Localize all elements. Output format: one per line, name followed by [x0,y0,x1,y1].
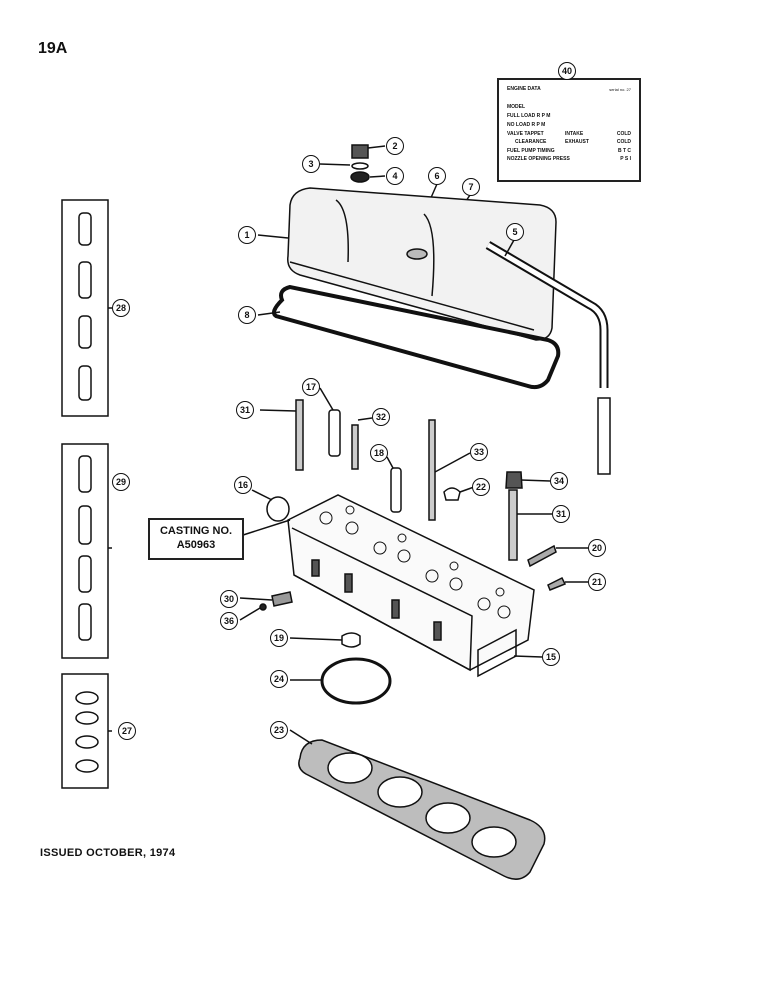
valve-guide-set-box-2 [61,443,109,659]
cylinder-head [287,494,535,671]
issue-date: ISSUED OCTOBER, 1974 [40,847,176,859]
callout-28: 28 [112,299,130,317]
callout-2: 2 [386,137,404,155]
stud-32 [295,399,304,471]
casting-number-label: CASTING NO. A50963 [148,518,244,560]
callout-34: 33 [470,443,488,461]
stud-31 [508,489,518,561]
plate-row-right: COLD [616,131,631,137]
plate-row-right: B T C [617,148,631,154]
callout-36: 36 [220,612,238,630]
callout-27: 27 [118,722,136,740]
plate-row-mid: EXHAUST [565,139,589,145]
callout-5: 8 [238,306,256,324]
nut-22 [443,487,461,501]
callout-30: 30 [220,590,238,608]
callout-15: 15 [542,648,560,666]
callout-3: 3 [302,155,320,173]
plate-row-label: FULL LOAD R P M [507,113,551,119]
plate-row-mid: INTAKE [565,131,584,137]
callout-4: 4 [386,167,404,185]
engine-data-plate: ENGINE DATA serial no. 27 MODEL FULL LOA… [497,78,641,182]
pin-21 [547,576,567,591]
callout-8: 7 [462,178,480,196]
plug-16 [266,496,290,522]
callout-7: 6 [428,167,446,185]
plate-row-label: NOZZLE OPENING PRESS [507,156,570,162]
callout-35: 34 [550,472,568,490]
valve-guides [78,212,92,401]
callout-17: 17 [302,378,320,396]
plate-serial: serial no. 27 [609,87,631,92]
casting-number: A50963 [176,539,216,551]
plate-row-label: CLEARANCE [515,139,547,145]
callout-22: 22 [472,478,490,496]
pin-20 [527,544,557,568]
callout-19: 19 [270,629,288,647]
callout-1: 1 [238,226,256,244]
guide-18 [390,467,402,513]
callout-33: 32 [372,408,390,426]
stud-33 [351,424,359,470]
callout-40: 40 [558,62,576,80]
callout-29: 29 [112,473,130,491]
casting-label: CASTING NO. [159,525,233,537]
exhaust-guides [78,455,92,641]
callout-24: 24 [270,670,288,688]
callout-18: 18 [370,444,388,462]
nut-35 [505,471,523,489]
long-stud-34 [428,419,436,521]
callout-31: 31 [552,505,570,523]
plate-row-label: VALVE TAPPET [507,131,544,137]
callout-20: 20 [588,539,606,557]
page-number: 19A [38,40,68,57]
plate-row-label: NO LOAD R P M [507,122,546,128]
plate-row-label: MODEL [507,104,526,110]
seal-rings [75,691,99,773]
plate-row-label: FUEL PUMP TIMING [507,148,555,154]
dowel-17 [328,409,341,457]
callout-23: 23 [270,721,288,739]
callout-16: 16 [234,476,252,494]
plate-title: ENGINE DATA [507,86,541,92]
callout-6: 5 [506,223,524,241]
valve-guide-set-box [61,199,109,417]
seal-ring-set-box [61,673,109,789]
callout-32: 31 [236,401,254,419]
callout-21: 21 [588,573,606,591]
plate-row-right: P S I [620,156,631,162]
plate-row-right: COLD [616,139,631,145]
